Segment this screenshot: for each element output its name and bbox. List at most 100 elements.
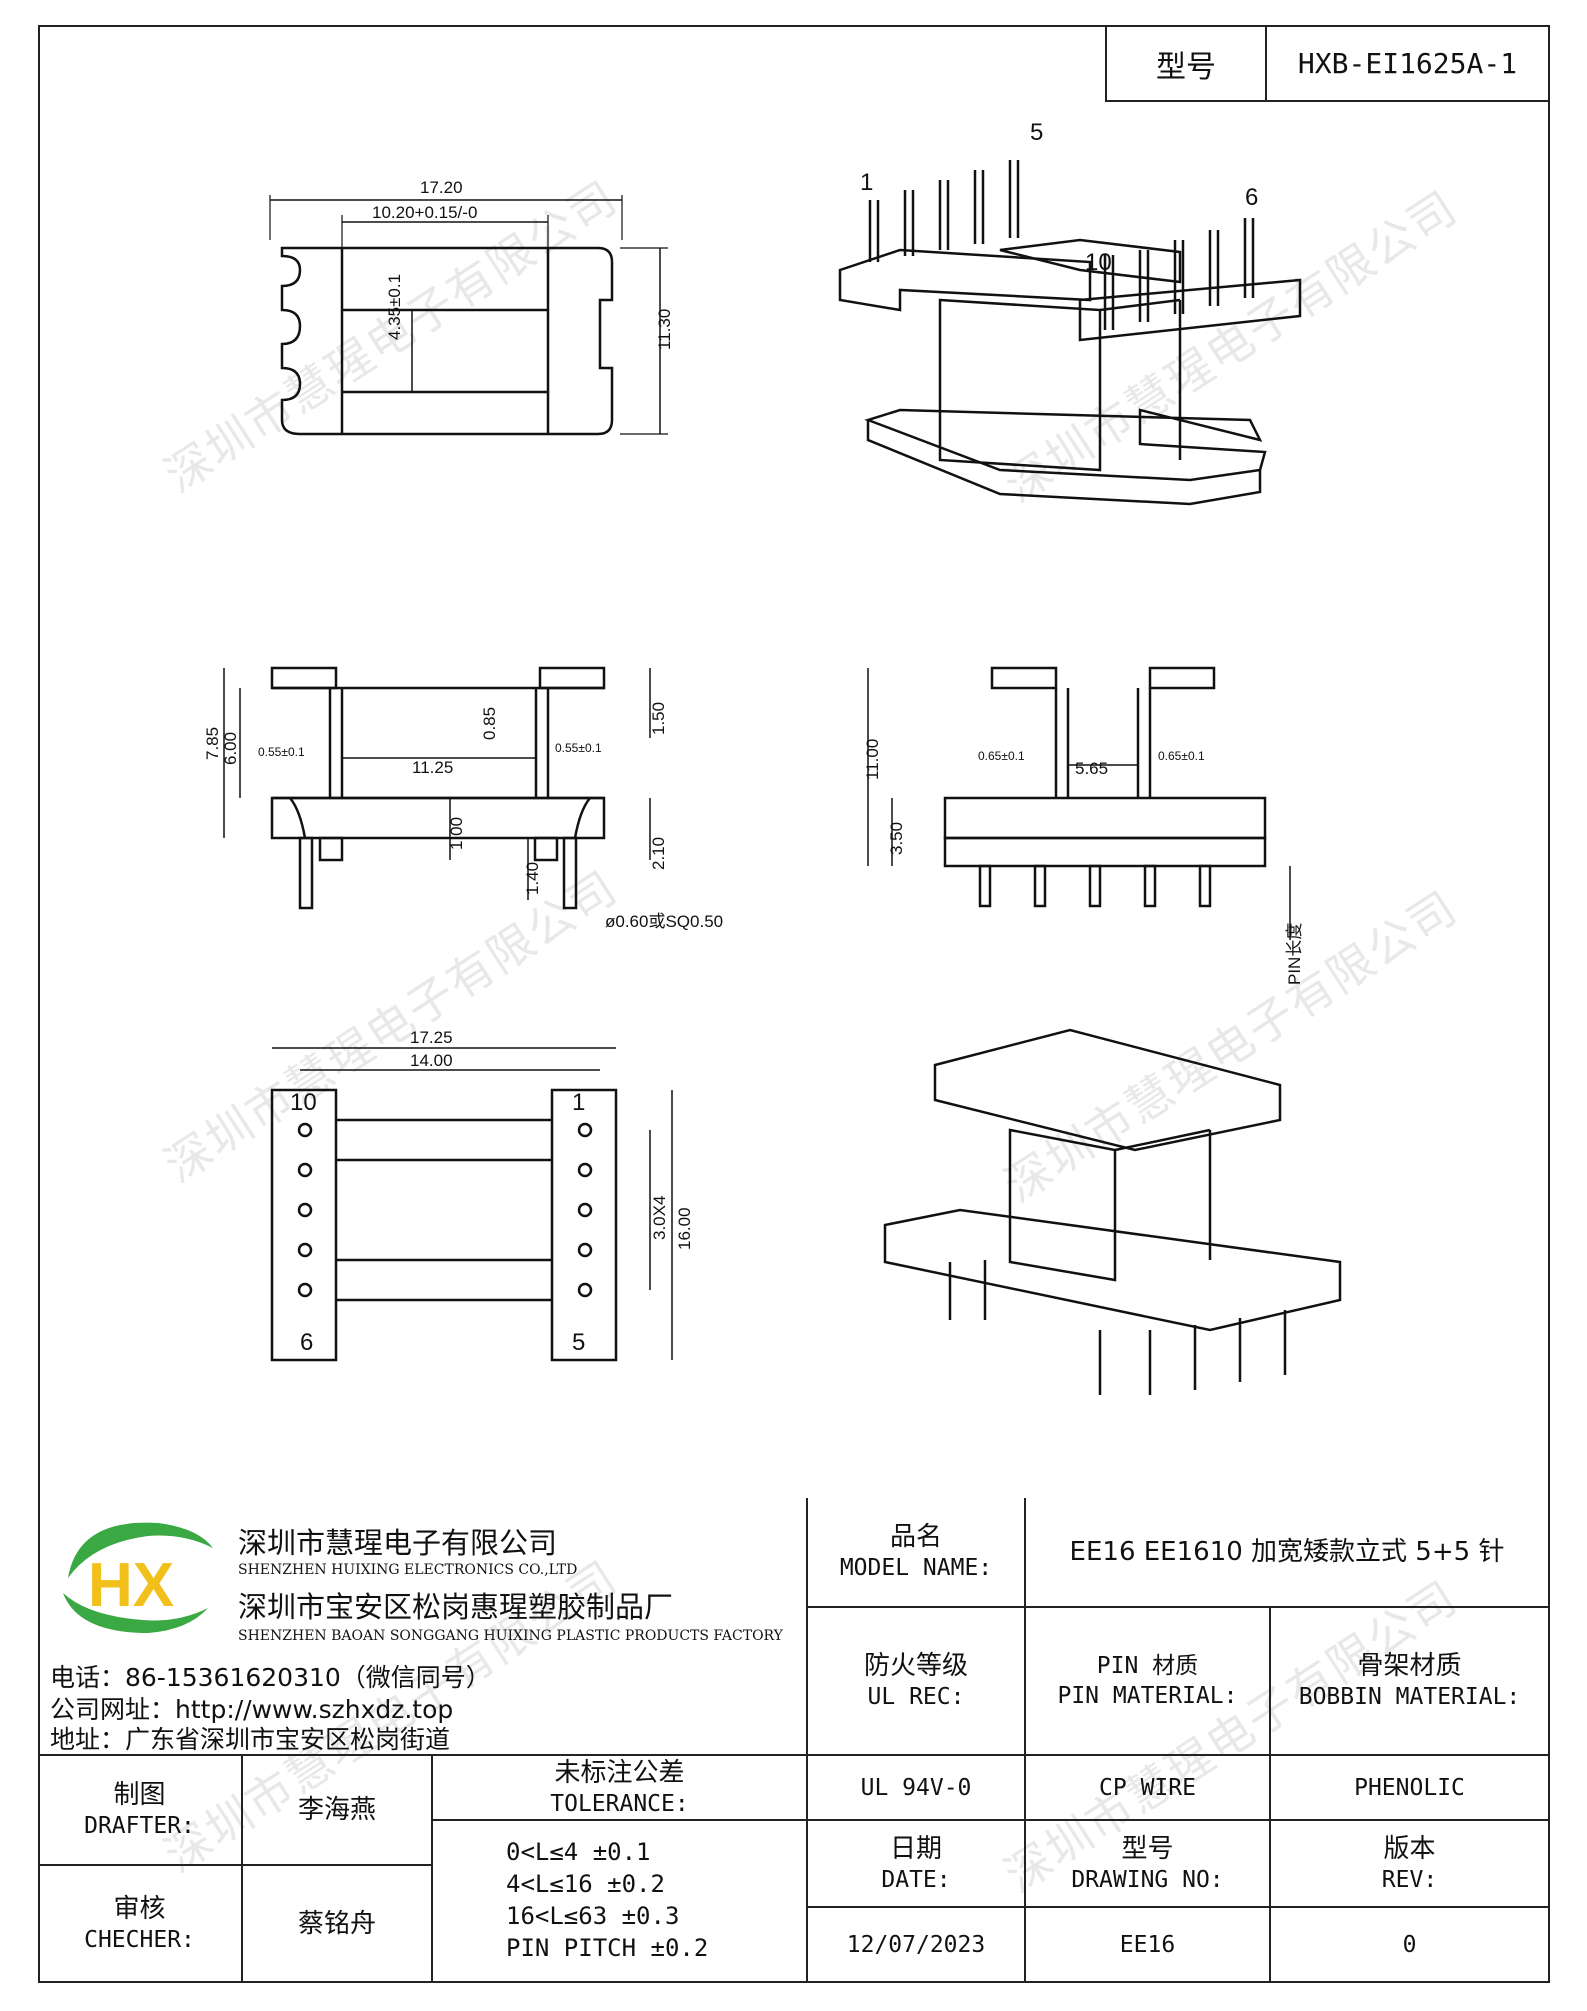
- rev-value-cell: 0: [1271, 1908, 1550, 1983]
- date-label: 日期 DATE:: [808, 1821, 1026, 1908]
- end-view: [867, 666, 1291, 940]
- tolerance-label-zh: 未标注公差: [554, 1757, 685, 1788]
- date-value: 12/07/2023: [846, 1931, 986, 1958]
- dim-5-65: 5.65: [1075, 759, 1108, 778]
- dim-end-wall-right: 0.65±0.1: [1158, 749, 1205, 763]
- drafter-name-cell: 李海燕: [243, 1756, 433, 1866]
- ul-label-zh: 防火等级: [863, 1651, 968, 1681]
- title-block: HX 深圳市慧瑆电子有限公司 SHENZHEN HUIXING ELECTRON…: [38, 1498, 1550, 1983]
- tolerance-line: 4<L≤16 ±0.2: [506, 1870, 665, 1898]
- dim-0-85: 0.85: [480, 707, 499, 740]
- ul-label: 防火等级 UL REC:: [808, 1608, 1026, 1756]
- dim-wall-left: 0.55±0.1: [258, 745, 305, 759]
- pin-material-label-zh: PIN 材质: [1096, 1653, 1199, 1679]
- rev-label: 版本 REV:: [1271, 1821, 1550, 1908]
- model-number-box: 型号 HXB-EI1625A-1: [1105, 25, 1550, 102]
- pin-label-1: 1: [572, 1089, 585, 1116]
- website: 公司网址：http://www.szhxdz.top: [50, 1695, 454, 1724]
- logo-letters: HX: [88, 1551, 174, 1620]
- model-name-label-zh: 品名: [889, 1522, 942, 1552]
- model-label: 型号: [1107, 27, 1267, 100]
- model-name-value: EE16 EE1610 加宽矮款立式 5+5 针: [1069, 1537, 1505, 1567]
- iso-pin-1: 1: [860, 169, 873, 196]
- model-name-label-en: MODEL NAME:: [839, 1555, 993, 1581]
- dim-1-00: 1.00: [447, 817, 466, 850]
- dim-14-00: 14.00: [410, 1051, 453, 1070]
- company-name-en: SHENZHEN HUIXING ELECTRONICS CO.,LTD: [238, 1562, 578, 1578]
- dim-end-wall-left: 0.65±0.1: [978, 749, 1025, 763]
- dim-17-20: 17.20: [420, 178, 463, 197]
- pin-material-label-en: PIN MATERIAL:: [1057, 1683, 1238, 1709]
- bobbin-value-cell: PHENOLIC: [1271, 1756, 1550, 1821]
- tolerance-label: 未标注公差 TOLERANCE:: [433, 1756, 808, 1821]
- dim-11-25: 11.25: [412, 758, 453, 777]
- dim-3-0x4: 3.0X4: [650, 1196, 669, 1240]
- dim-11-00: 11.00: [863, 739, 882, 780]
- side-view: [223, 666, 651, 910]
- checker-label-en: CHECHER:: [84, 1926, 195, 1953]
- company-logo: HX: [63, 1522, 213, 1633]
- ul-label-en: UL REC:: [867, 1684, 965, 1710]
- pin-value: CP WIRE: [1099, 1774, 1196, 1801]
- iso-pin-6: 6: [1245, 184, 1258, 211]
- date-label-en: DATE:: [881, 1866, 951, 1893]
- bobbin-value: PHENOLIC: [1354, 1774, 1465, 1801]
- model-name-value-cell: EE16 EE1610 加宽矮款立式 5+5 针: [1026, 1498, 1550, 1608]
- dim-1-40: 1.40: [523, 862, 542, 895]
- factory-name-en: SHENZHEN BAOAN SONGGANG HUIXING PLASTIC …: [238, 1628, 783, 1644]
- bobbin-material-label: 骨架材质 BOBBIN MATERIAL:: [1271, 1608, 1550, 1756]
- drafter-label-en: DRAFTER:: [84, 1813, 195, 1839]
- top-view: [269, 195, 668, 436]
- drafter-label-zh: 制图: [113, 1780, 166, 1810]
- bobbin-material-label-zh: 骨架材质: [1357, 1651, 1462, 1681]
- checker-label-zh: 审核: [113, 1893, 166, 1924]
- checker-name-cell: 蔡铭舟: [243, 1866, 433, 1983]
- isometric-view-bottom: [883, 1028, 1342, 1395]
- phone: 电话：86-15361620310（微信同号）: [50, 1663, 491, 1692]
- dim-3-50: 3.50: [887, 822, 906, 855]
- iso-pin-5: 5: [1030, 119, 1043, 146]
- dim-7-85: 7.85: [203, 727, 222, 760]
- pin-label-6: 6: [300, 1329, 313, 1356]
- drafter-name: 李海燕: [297, 1795, 376, 1825]
- date-value-cell: 12/07/2023: [808, 1908, 1026, 1983]
- drawing-no-value-cell: EE16: [1026, 1908, 1271, 1983]
- bobbin-material-label-en: BOBBIN MATERIAL:: [1298, 1684, 1521, 1710]
- address: 地址：广东省深圳市宝安区松岗街道: [50, 1725, 451, 1754]
- tolerance-values-cell: [433, 1821, 808, 1983]
- dim-4-35: 4.35±0.1: [385, 274, 404, 340]
- dim-1-50: 1.50: [649, 702, 668, 735]
- pin-material-label: PIN 材质 PIN MATERIAL:: [1026, 1608, 1271, 1756]
- dim-11-30: 11.30: [655, 309, 674, 350]
- dim-16-00: 16.00: [675, 1207, 694, 1250]
- rev-label-zh: 版本: [1383, 1833, 1436, 1864]
- checker-label: 审核 CHECHER:: [38, 1866, 243, 1983]
- bottom-view: [270, 1047, 673, 1362]
- rev-value: 0: [1402, 1931, 1417, 1958]
- tolerance-line: 0<L≤4 ±0.1: [506, 1838, 651, 1866]
- tolerance-label-en: TOLERANCE:: [550, 1790, 689, 1817]
- dim-17-25: 17.25: [410, 1028, 453, 1047]
- technical-drawing: 17.20 10.20+0.15/-0 4.35±0.1 11.30 7.85 …: [203, 119, 1342, 1395]
- dim-6-00: 6.00: [221, 732, 240, 765]
- ul-value-cell: UL 94V-0: [808, 1756, 1026, 1821]
- drawing-no-value: EE16: [1119, 1931, 1176, 1958]
- model-name-label: 品名 MODEL NAME:: [808, 1498, 1026, 1608]
- dim-10-20: 10.20+0.15/-0: [372, 203, 477, 222]
- checker-name: 蔡铭舟: [297, 1908, 376, 1939]
- pin-value-cell: CP WIRE: [1026, 1756, 1271, 1821]
- dim-2-10: 2.10: [649, 837, 668, 870]
- rev-label-en: REV:: [1381, 1866, 1438, 1893]
- drawing-no-label-zh: 型号: [1121, 1833, 1174, 1864]
- pin-label-5: 5: [572, 1329, 585, 1356]
- dim-pin-diameter: ø0.60或SQ0.50: [605, 912, 723, 931]
- tolerance-line: PIN PITCH ±0.2: [506, 1934, 709, 1962]
- iso-pin-10: 10: [1085, 249, 1112, 276]
- tolerance-line: 16<L≤63 ±0.3: [506, 1902, 680, 1930]
- company-name-cn: 深圳市慧瑆电子有限公司: [238, 1526, 558, 1560]
- drafter-label: 制图 DRAFTER:: [38, 1756, 243, 1866]
- isometric-view-top: [838, 160, 1302, 506]
- company-info: HX 深圳市慧瑆电子有限公司 SHENZHEN HUIXING ELECTRON…: [38, 1498, 808, 1756]
- ul-value: UL 94V-0: [860, 1774, 972, 1801]
- drawing-no-label: 型号 DRAWING NO:: [1026, 1821, 1271, 1908]
